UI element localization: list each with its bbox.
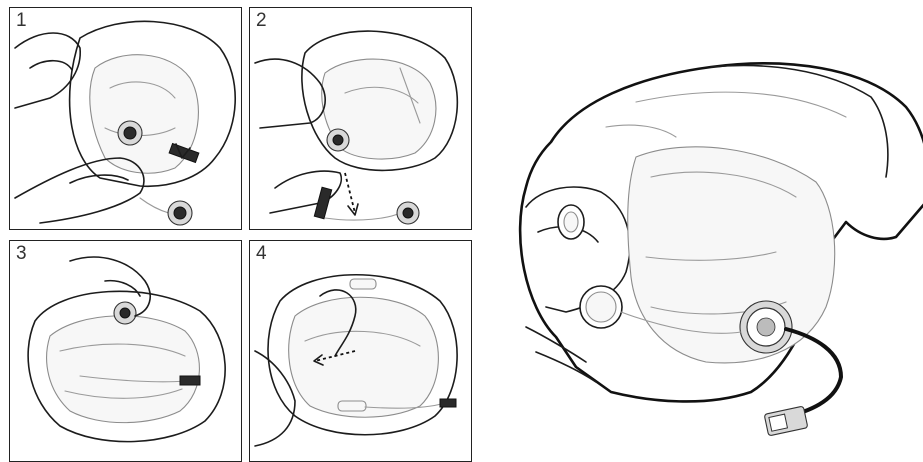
- step-2-illustration: [250, 8, 472, 230]
- main-panel: [486, 7, 923, 462]
- step-1-illustration: [10, 8, 242, 230]
- step-2-panel: 2: [249, 7, 472, 230]
- step-1-panel: 1: [9, 7, 242, 230]
- step-4-panel: 4: [249, 240, 472, 462]
- helmet-with-speaker-illustration: [486, 7, 923, 462]
- step-3-illustration: [10, 241, 242, 462]
- step-4-illustration: [250, 241, 472, 462]
- step-3-panel: 3: [9, 240, 242, 462]
